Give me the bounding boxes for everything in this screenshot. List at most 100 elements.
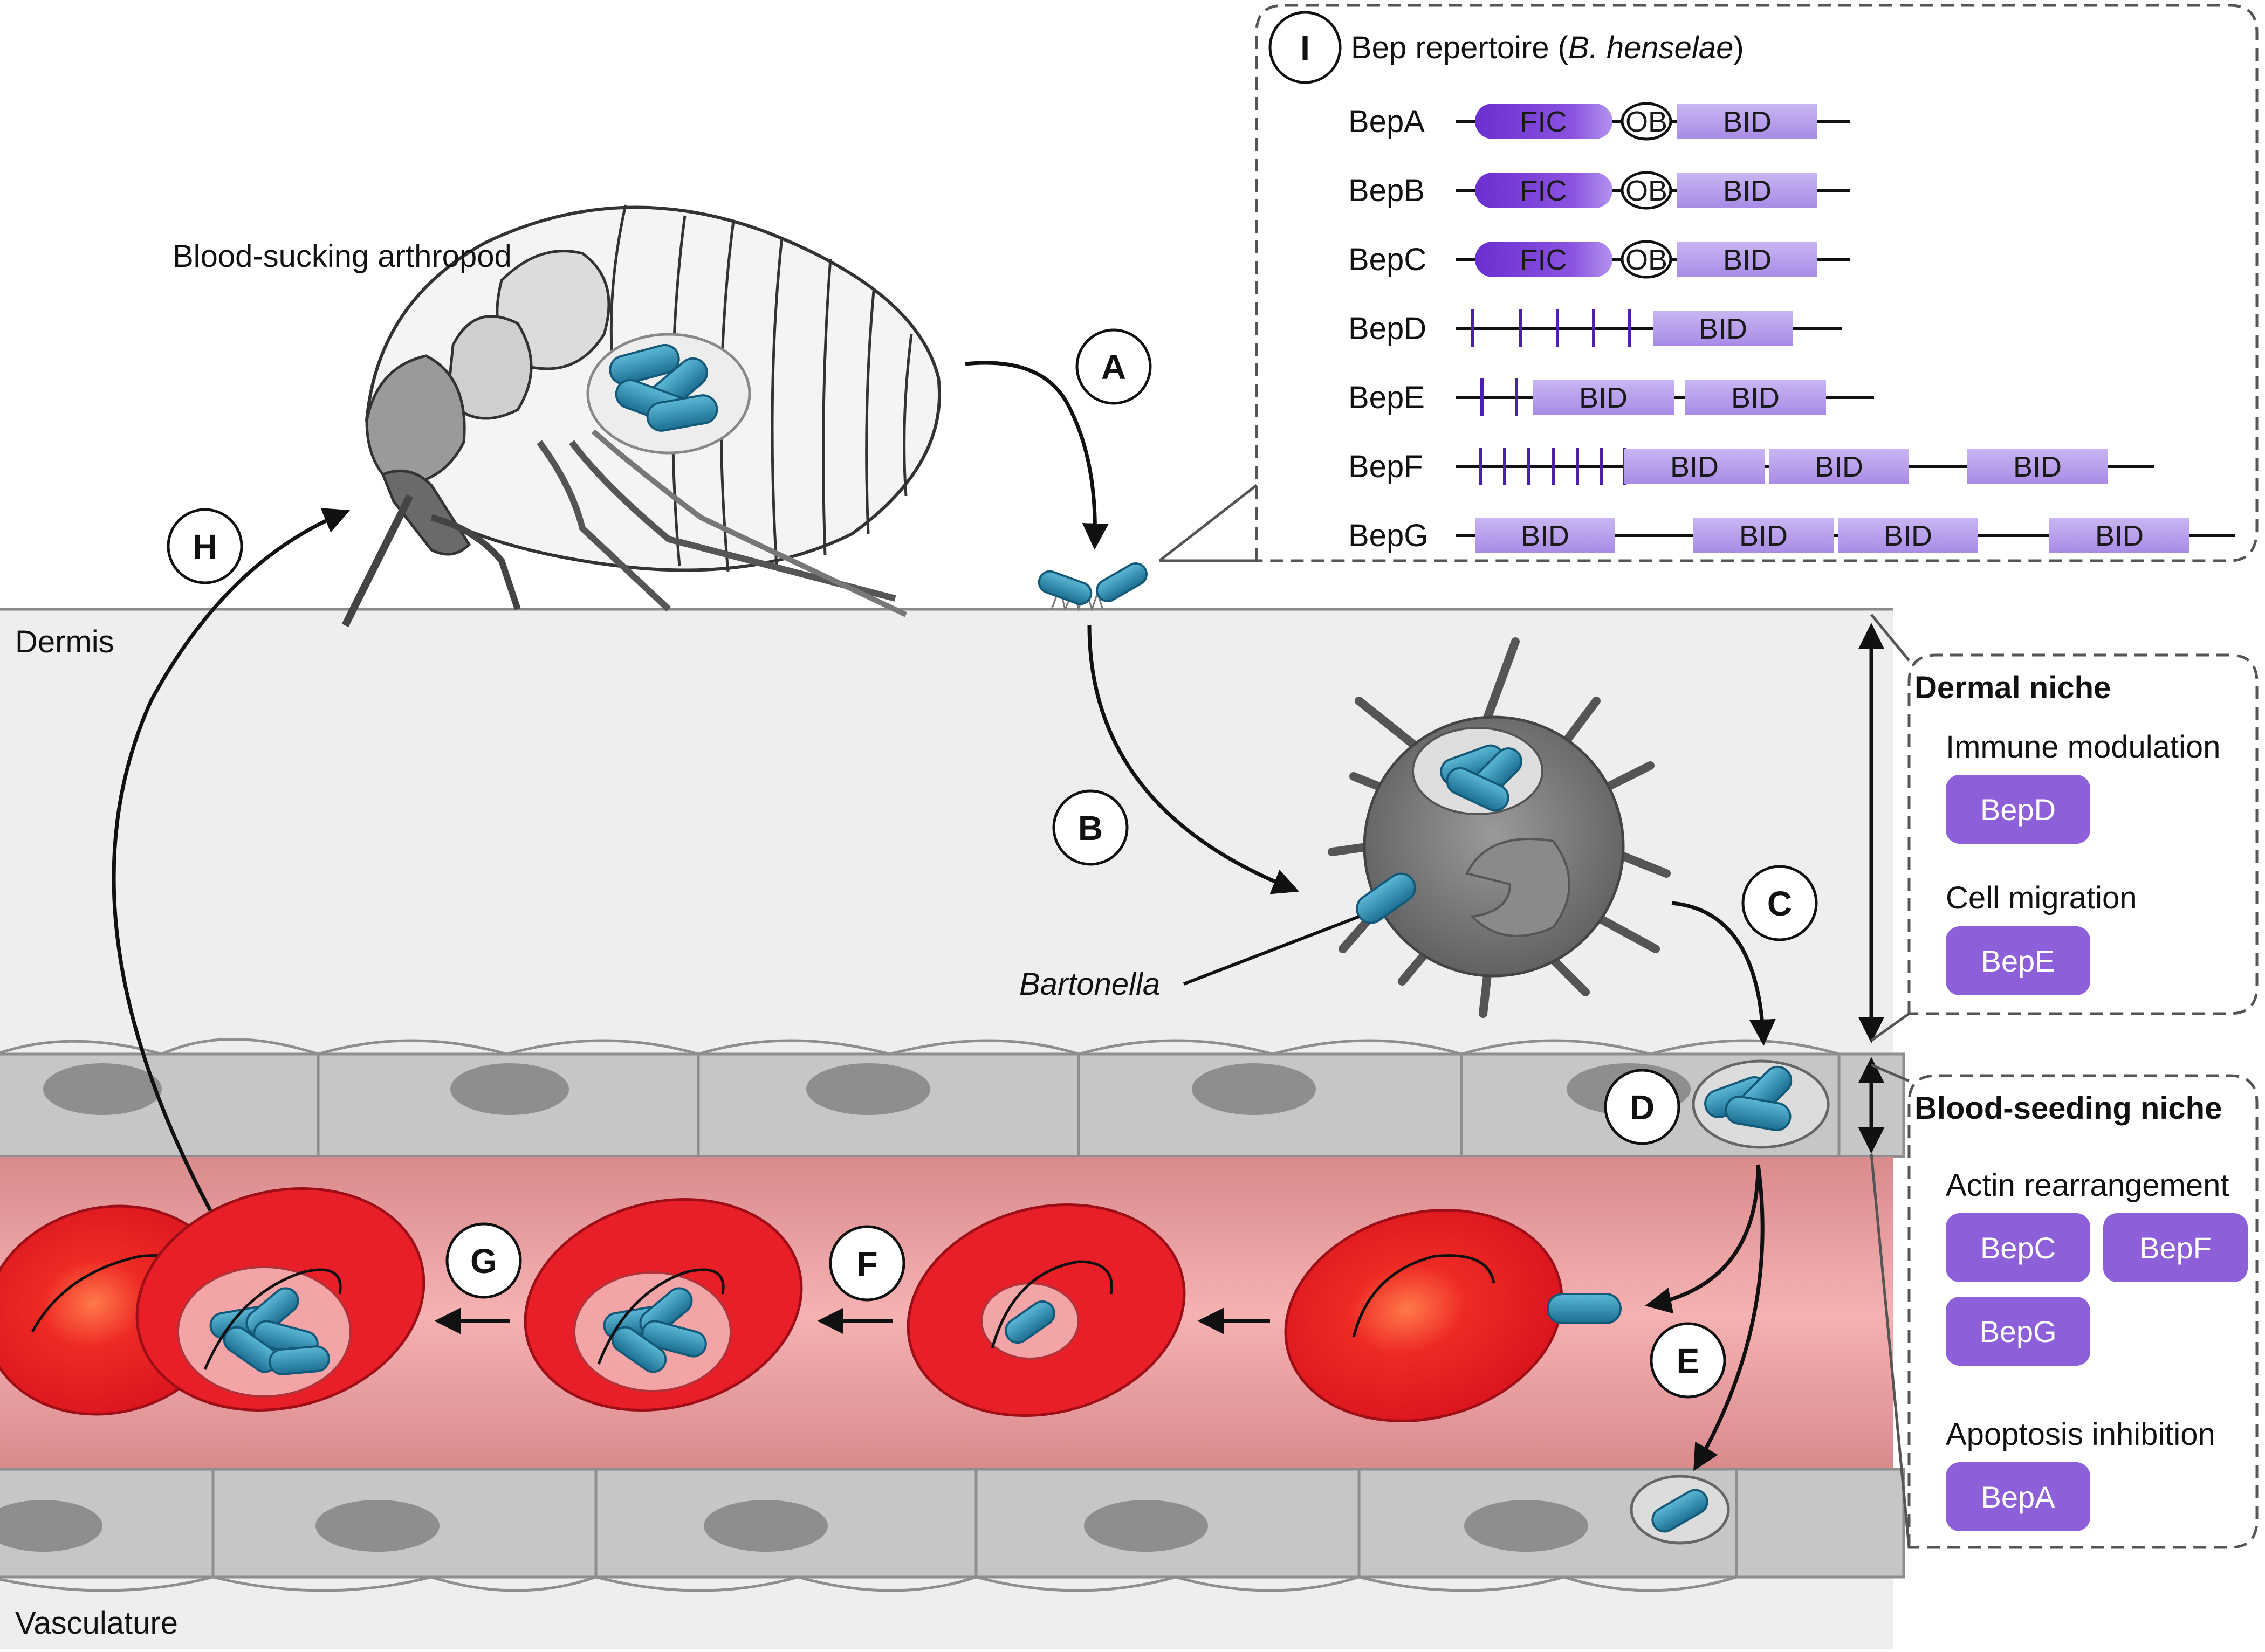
lower-endothelial-vacuole <box>1630 1475 1730 1545</box>
svg-text:FIC: FIC <box>1520 244 1567 276</box>
blood-seeding-niche-panel: Blood-seeding niche Actin rearrangement … <box>1870 1063 2259 1549</box>
svg-text:BID: BID <box>1723 175 1772 207</box>
gut-bacteria-cluster <box>609 343 718 432</box>
svg-text:BID: BID <box>1670 451 1719 483</box>
svg-text:H: H <box>193 527 217 566</box>
bep-row-label-a: BepA <box>1348 104 1425 139</box>
bepe-domain-track: BID BID <box>1456 378 1874 416</box>
svg-text:B: B <box>1078 809 1103 848</box>
svg-text:FIC: FIC <box>1520 175 1567 207</box>
svg-text:BID: BID <box>1723 106 1772 138</box>
svg-text:BID: BID <box>1723 244 1772 276</box>
svg-text:BID: BID <box>1739 520 1788 552</box>
step-f-marker: F <box>829 1225 905 1302</box>
arrow-e <box>1693 1164 1765 1471</box>
repertoire-title: Bep repertoire (B. henselae) <box>1351 30 1744 65</box>
cell-migration-heading: Cell migration <box>1946 880 2137 916</box>
svg-text:BID: BID <box>1699 313 1747 345</box>
actin-rearrangement-heading: Actin rearrangement <box>1946 1168 2229 1203</box>
pill-bepc-actin <box>1946 1213 2090 1282</box>
step-i-label: I <box>1300 29 1310 67</box>
bepc-domain-track: FIC OB BID <box>1456 240 1850 279</box>
svg-text:BID: BID <box>1579 382 1628 414</box>
bepf-domain-track: BID BID BID <box>1456 448 2154 485</box>
svg-text:OB: OB <box>1625 175 1667 207</box>
panel-callout <box>1158 484 1258 562</box>
bartonella-label: Bartonella <box>1019 967 1160 1002</box>
svg-text:D: D <box>1630 1088 1655 1127</box>
bep-row-label-c: BepC <box>1348 242 1426 277</box>
bepd-domain-track: BID <box>1456 309 1842 347</box>
arrow-d-to-rbc <box>1645 1164 1760 1314</box>
bite-site-bacteria <box>1038 562 1148 612</box>
step-g-marker: G <box>445 1222 522 1299</box>
svg-text:BID: BID <box>2095 520 2144 552</box>
step-e-marker: E <box>1650 1322 1726 1399</box>
bep-row-label-e: BepE <box>1348 380 1425 415</box>
pill-bepa-apoptosis <box>1946 1462 2090 1531</box>
arthropod-label: Blood-sucking arthropod <box>173 239 512 274</box>
dermis-label: Dermis <box>15 624 114 659</box>
svg-text:OB: OB <box>1625 106 1667 138</box>
bep-row-label-d: BepD <box>1348 311 1426 346</box>
step-b-marker: B <box>1052 789 1129 866</box>
arrow-a <box>965 361 1109 550</box>
bepg-domain-track: BID BID BID BID <box>1456 518 2235 553</box>
svg-text:F: F <box>856 1244 877 1283</box>
arrow-h <box>112 508 351 1212</box>
step-a-marker: A <box>1075 328 1152 405</box>
svg-text:BepD: BepD <box>1980 793 2056 827</box>
step-d-marker: D <box>1604 1069 1680 1145</box>
bep-row-label-f: BepF <box>1348 449 1423 484</box>
bep-repertoire-panel: I Bep repertoire (B. henselae) BepA BepB… <box>1158 4 2259 562</box>
svg-text:A: A <box>1101 348 1126 387</box>
svg-text:BID: BID <box>1815 451 1863 483</box>
svg-text:C: C <box>1767 884 1792 923</box>
rbc-infected-g <box>135 1187 425 1412</box>
step-c-marker: C <box>1741 865 1818 941</box>
bepa-domain-track: FIC OB BID <box>1456 102 1850 141</box>
bartonella-pointer-line <box>1183 915 1360 986</box>
pill-bepe-migration <box>1946 926 2090 995</box>
apoptosis-inhibition-heading: Apoptosis inhibition <box>1946 1417 2215 1452</box>
svg-text:BID: BID <box>2013 451 2062 483</box>
lower-endothelium <box>0 1468 1905 1592</box>
svg-text:E: E <box>1677 1341 1700 1380</box>
svg-text:G: G <box>470 1242 497 1281</box>
svg-text:BID: BID <box>1884 520 1932 552</box>
dermal-niche-title: Dermal niche <box>1914 670 2111 705</box>
flea-illustration <box>341 204 941 628</box>
dendritic-cell <box>1328 637 1671 1018</box>
svg-text:FIC: FIC <box>1520 106 1567 138</box>
arrow-b <box>1087 625 1300 894</box>
immune-modulation-heading: Immune modulation <box>1946 729 2220 765</box>
bacterium-attaching-cell <box>1356 872 1416 924</box>
rbc-uninfected-right <box>1284 1209 1563 1422</box>
svg-text:BepG: BepG <box>1979 1314 2056 1348</box>
infected-endothelial-cell <box>1692 1059 1830 1149</box>
rbc-early-infection <box>907 1203 1186 1417</box>
rbc-infected-f <box>524 1198 803 1412</box>
svg-text:OB: OB <box>1625 244 1667 276</box>
step-h-marker: H <box>167 508 243 584</box>
svg-text:BID: BID <box>1731 382 1780 414</box>
svg-text:BepC: BepC <box>1980 1231 2056 1265</box>
arrow-c <box>1671 901 1776 1046</box>
bacterium-approaching-rbc <box>1547 1293 1622 1324</box>
bepb-domain-track: FIC OB BID <box>1456 171 1850 210</box>
bep-row-label-b: BepB <box>1348 173 1425 208</box>
pill-bepf-actin <box>2103 1213 2248 1282</box>
bep-row-label-g: BepG <box>1348 518 1428 553</box>
svg-text:BepE: BepE <box>1981 944 2055 978</box>
pill-bepd-immune <box>1946 775 2090 844</box>
svg-text:BID: BID <box>1521 520 1569 552</box>
svg-text:BepA: BepA <box>1981 1480 2056 1514</box>
pill-bepg-actin <box>1946 1297 2090 1366</box>
dermal-niche-panel: Dermal niche Immune modulation BepD Cell… <box>1870 614 2259 1042</box>
blood-seeding-niche-title: Blood-seeding niche <box>1914 1091 2222 1126</box>
svg-text:BepF: BepF <box>2139 1231 2212 1265</box>
step-i-marker <box>1268 11 1342 84</box>
vasculature-label: Vasculature <box>15 1606 178 1641</box>
